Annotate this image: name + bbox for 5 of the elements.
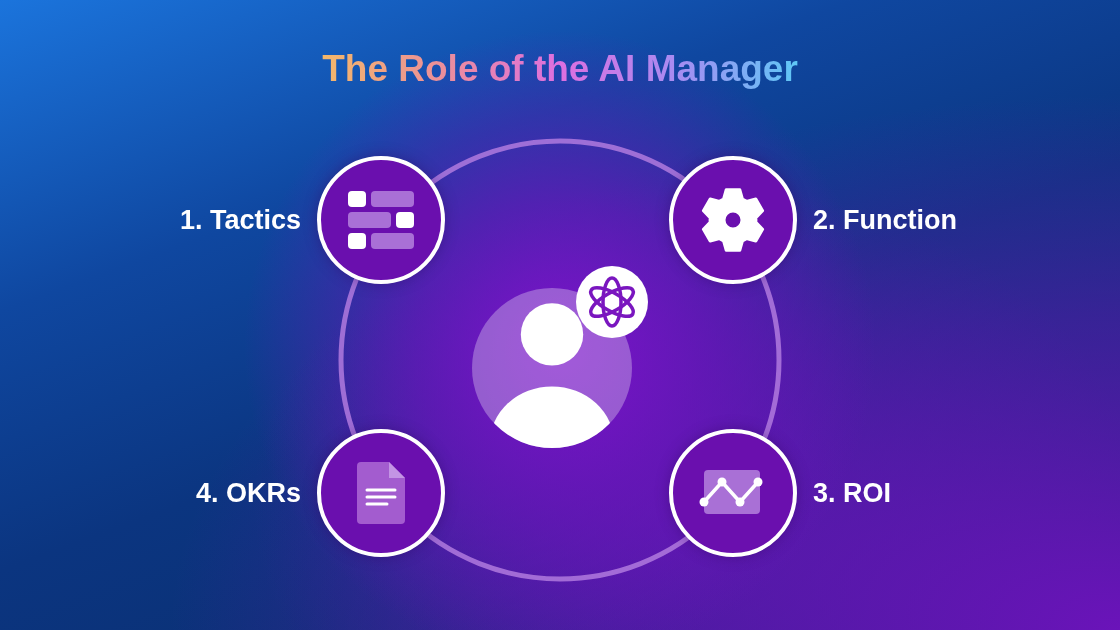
step-label: 3. ROI	[813, 477, 892, 510]
person-avatar	[472, 288, 632, 448]
step-label: 4. OKRs	[195, 477, 301, 510]
step-label: 1. Tactics	[179, 204, 301, 237]
step-label: 2. Function	[813, 204, 957, 237]
